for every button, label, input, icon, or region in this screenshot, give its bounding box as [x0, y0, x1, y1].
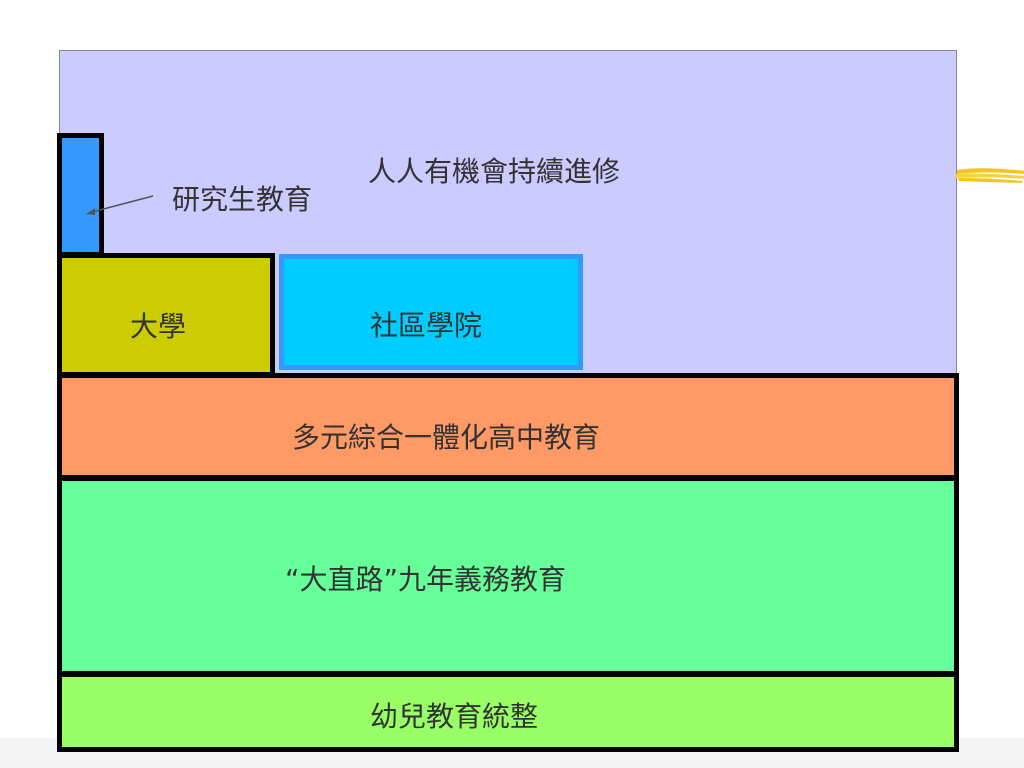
arrow-icon — [86, 195, 154, 215]
lifelong-learning-label: 人人有機會持續進修 — [368, 155, 621, 188]
preschool-label: 幼兒教育統整 — [370, 700, 539, 733]
community-college-label: 社區學院 — [370, 309, 483, 342]
senior-high-label: 多元綜合一體化高中教育 — [292, 421, 601, 454]
graduate-education-label: 研究生教育 — [172, 183, 313, 216]
preschool-block — [57, 672, 959, 752]
brush-stroke-icon — [955, 168, 1024, 183]
nine-year-education-label: “大直路”九年義務教育 — [285, 563, 567, 596]
university-label: 大學 — [130, 310, 187, 343]
nine-year-education-block — [57, 476, 959, 676]
community-college-block — [279, 254, 583, 370]
university-block — [57, 253, 275, 377]
